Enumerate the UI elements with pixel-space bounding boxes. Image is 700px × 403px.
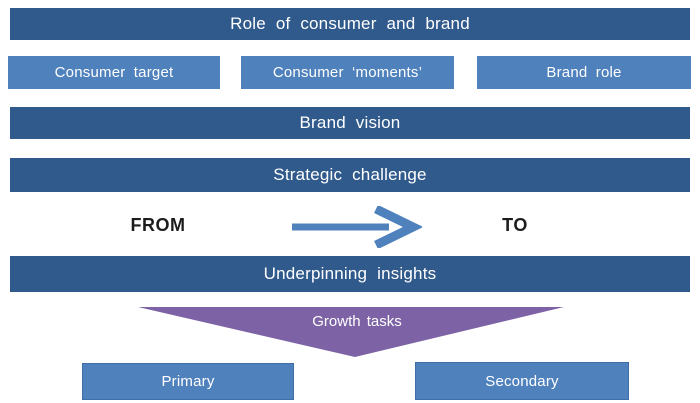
box-consumer-moments-label: Consumer ‘moments’: [272, 64, 423, 81]
box-secondary-label: Secondary: [485, 372, 559, 390]
box-consumer-moments: Consumer ‘moments’: [241, 56, 454, 89]
box-primary-label: Primary: [161, 373, 215, 390]
bar-strategic-challenge-label: Strategic challenge: [273, 165, 427, 184]
bar-strategic-challenge: Strategic challenge: [10, 158, 690, 192]
bar-role-of-consumer-and-brand: Role of consumer and brand: [10, 8, 690, 40]
box-brand-role: Brand role: [477, 56, 691, 89]
box-brand-role-label: Brand role: [546, 64, 622, 81]
down-triangle-icon: [138, 307, 564, 357]
bar-brand-vision-label: Brand vision: [299, 113, 401, 132]
box-primary: Primary: [82, 363, 294, 400]
box-consumer-target-label: Consumer target: [54, 64, 174, 81]
growth-tasks-label: Growth tasks: [312, 313, 402, 330]
bar-brand-vision: Brand vision: [10, 107, 690, 139]
bar-underpinning-insights-label: Underpinning insights: [263, 264, 437, 283]
bar-underpinning-insights: Underpinning insights: [10, 256, 690, 292]
from-label: FROM: [130, 215, 186, 235]
to-label: TO: [502, 215, 528, 235]
box-secondary: Secondary: [415, 362, 629, 400]
right-arrow-icon: [292, 206, 422, 248]
bar-role-label: Role of consumer and brand: [230, 14, 470, 33]
box-consumer-target: Consumer target: [8, 56, 220, 89]
